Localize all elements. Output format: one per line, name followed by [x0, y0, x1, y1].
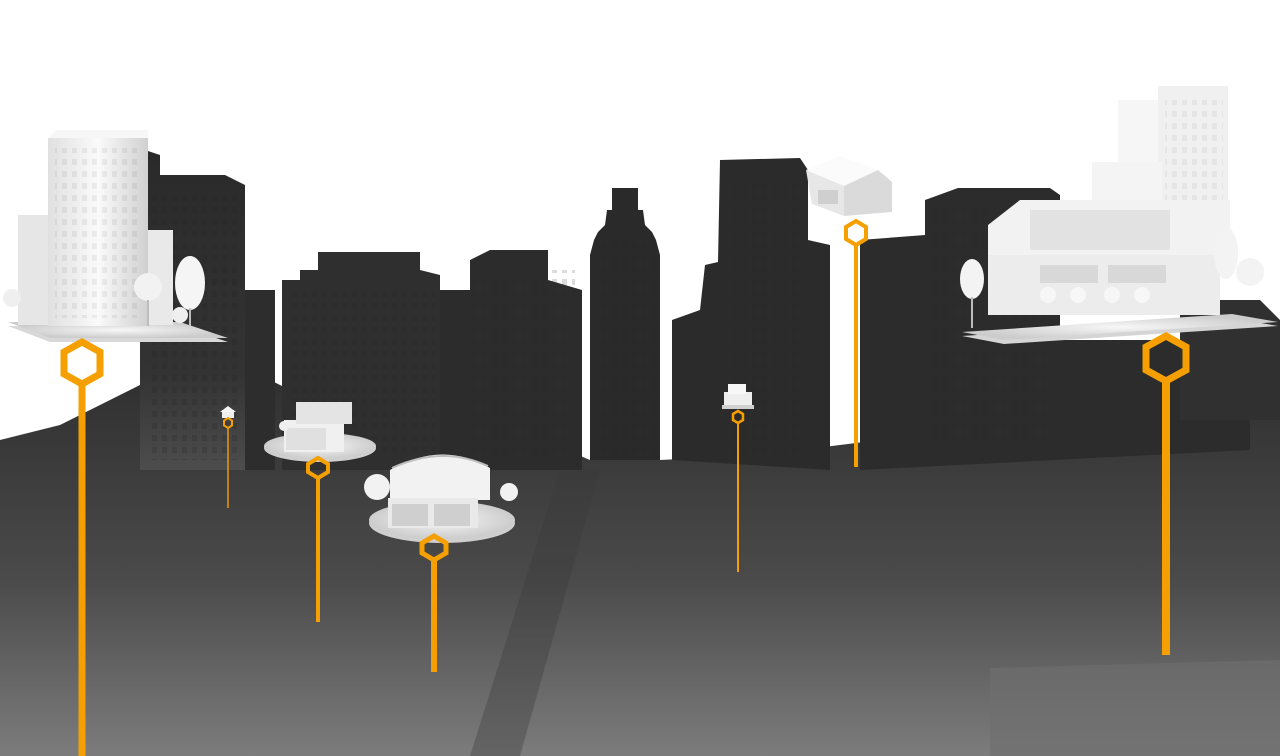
hexagon-pin-icon[interactable]	[306, 455, 330, 622]
foreground-block-right	[990, 660, 1280, 756]
tower-central-windows	[596, 240, 656, 455]
floating-building-far-left	[3, 130, 228, 342]
floating-building-left-house	[264, 402, 376, 462]
hexagon-pin-icon[interactable]	[223, 416, 233, 508]
hexagon-pin-icon[interactable]	[419, 533, 449, 672]
floating-building-center-arch	[364, 454, 518, 543]
hexagon-pin-icon[interactable]	[844, 218, 868, 467]
foreground-street	[470, 470, 600, 756]
floating-building-right-small	[722, 384, 754, 409]
tower-right-center-windows	[725, 175, 805, 460]
floating-building-left-small	[220, 406, 236, 418]
hexagon-pin-icon[interactable]	[60, 337, 104, 756]
floating-building-far-right	[960, 86, 1278, 344]
floating-building-right-house	[806, 156, 892, 216]
tower-mid-left-1	[245, 290, 275, 470]
hexagon-pin-icon[interactable]	[731, 409, 745, 572]
hexagon-pin-icon[interactable]	[1142, 332, 1190, 655]
map-pins	[60, 218, 1190, 756]
tower-mid-left-3-windows	[470, 270, 575, 460]
